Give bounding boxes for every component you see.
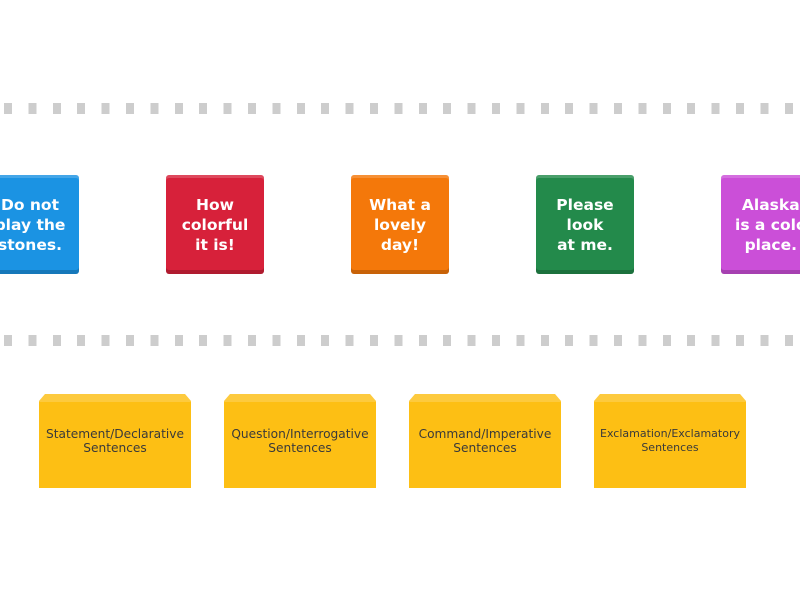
bucket-label: Question/Interrogative Sentences: [231, 427, 369, 455]
sentence-card-5[interactable]: Alaska is a colo place.: [721, 175, 800, 274]
top-dashed-divider: [0, 103, 800, 114]
bucket-imperative[interactable]: Command/Imperative Sentences: [409, 394, 561, 488]
sentence-card-text: How colorful it is!: [181, 195, 249, 254]
bucket-label: Statement/Declarative Sentences: [45, 427, 185, 455]
sentence-card-4[interactable]: Please look at me.: [536, 175, 634, 274]
bucket-interrogative[interactable]: Question/Interrogative Sentences: [224, 394, 376, 488]
bucket-declarative[interactable]: Statement/Declarative Sentences: [39, 394, 191, 488]
bottom-dashed-divider: [0, 335, 800, 346]
sentence-card-text: Alaska is a colo place.: [735, 195, 800, 254]
sentence-card-1[interactable]: Do not play the stones.: [0, 175, 79, 274]
bucket-exclamatory[interactable]: Exclamation/Exclamatory Sentences: [594, 394, 746, 488]
bucket-label: Exclamation/Exclamatory Sentences: [600, 427, 740, 454]
bucket-label: Command/Imperative Sentences: [418, 427, 552, 455]
sentence-card-text: What a lovely day!: [369, 195, 431, 254]
sentence-card-text: Please look at me.: [556, 195, 614, 254]
sentence-card-2[interactable]: How colorful it is!: [166, 175, 264, 274]
sentence-card-3[interactable]: What a lovely day!: [351, 175, 449, 274]
sentence-card-text: Do not play the stones.: [0, 195, 66, 254]
